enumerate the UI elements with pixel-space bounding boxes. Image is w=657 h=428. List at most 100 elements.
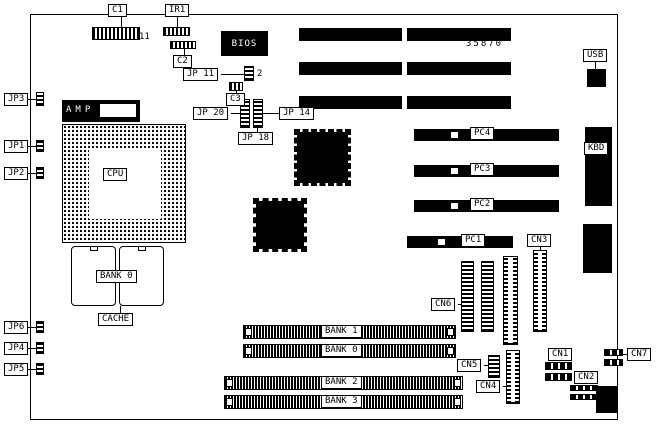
- leader-line: [177, 17, 178, 28]
- connector-cn5: [488, 355, 500, 378]
- label-jp3: JP3: [4, 93, 29, 106]
- connector-jp20: [240, 99, 250, 128]
- simm-latch: [447, 328, 454, 336]
- simm-latch: [226, 379, 233, 387]
- leader-line: [263, 113, 279, 114]
- label-jp6: JP6: [4, 321, 29, 334]
- label-jp18: JP 18: [238, 132, 274, 145]
- connector-center-slot: [511, 352, 515, 402]
- label-bank0: BANK 0: [321, 344, 362, 357]
- leader-line: [26, 348, 36, 349]
- label-cn1: CN1: [548, 348, 573, 361]
- connector-cn2: [570, 385, 598, 401]
- connector-jp11: [244, 66, 254, 81]
- isa-slot: [407, 62, 511, 75]
- isa-slot: [299, 96, 402, 109]
- connector-c2: [170, 41, 196, 49]
- connector-header: [481, 261, 494, 332]
- leader-line: [503, 386, 506, 387]
- connector-cn4: [506, 350, 520, 404]
- connector-cn1: [545, 362, 572, 382]
- leader-line: [26, 99, 36, 100]
- connector-header: [503, 256, 518, 345]
- amp-block: AMP: [62, 100, 140, 122]
- simm-latch: [226, 398, 233, 406]
- leader-line: [120, 306, 121, 313]
- socket-notch: [137, 246, 146, 251]
- label-cn7: CN7: [627, 348, 652, 361]
- leader-line: [184, 49, 185, 55]
- usb-connector: [587, 69, 606, 87]
- leader-line: [484, 365, 488, 366]
- label-jp2: JP2: [4, 167, 29, 180]
- simm-latch: [245, 347, 252, 355]
- label-cn6: CN6: [431, 298, 456, 311]
- power-connector: [596, 386, 617, 413]
- leader-line: [221, 74, 244, 75]
- pci-slot-key: [450, 202, 459, 210]
- connector-jp5: [36, 363, 44, 375]
- label-jp4: JP4: [4, 342, 29, 355]
- leader-line: [458, 304, 462, 305]
- connector-c1: [92, 27, 140, 40]
- leader-line: [257, 128, 258, 133]
- connector-c3: [229, 82, 243, 91]
- socket-notch: [89, 246, 98, 251]
- label-pc3: PC3: [470, 163, 495, 176]
- pin-row: [604, 359, 623, 366]
- isa-slot: [407, 28, 511, 41]
- isa-slot: [299, 62, 402, 75]
- pin-row: [545, 362, 572, 370]
- label-cn2: CN2: [574, 371, 599, 384]
- pci-slot-key: [450, 131, 459, 139]
- keyboard-connector: [585, 127, 612, 206]
- label-c2: C2: [173, 55, 192, 68]
- connector-cn6: [461, 261, 474, 332]
- leader-line: [121, 17, 122, 28]
- connector-jp3: [36, 92, 44, 106]
- label-jp5: JP5: [4, 363, 29, 376]
- connector-cn3: [533, 250, 547, 332]
- leader-line: [623, 354, 627, 355]
- connector-jp14: [253, 99, 263, 128]
- label-jp20: JP 20: [193, 107, 229, 120]
- leader-line: [236, 91, 237, 94]
- label-pc4: PC4: [470, 127, 495, 140]
- chip-part-number: 35870: [466, 39, 504, 49]
- label-jp11: JP 11: [183, 68, 219, 81]
- label-cpu: CPU: [103, 168, 128, 181]
- label-jp1: JP1: [4, 140, 29, 153]
- amp-inner-box: [100, 104, 136, 117]
- pci-slot-key: [437, 238, 446, 246]
- leader-line: [540, 247, 541, 250]
- pci-slot-pc1: [407, 236, 513, 248]
- amp-block-label: AMP: [66, 105, 95, 115]
- isa-slot: [299, 28, 402, 41]
- simm-latch: [447, 347, 454, 355]
- io-chip: [583, 224, 612, 273]
- simm-latch: [245, 328, 252, 336]
- simm-latch: [454, 379, 461, 387]
- leader-line: [26, 369, 36, 370]
- label-cache: CACHE: [98, 313, 134, 326]
- connector-center-slot: [538, 252, 542, 330]
- connector-ir1: [163, 27, 190, 36]
- label-pc2: PC2: [470, 198, 495, 211]
- label-c3: C3: [226, 93, 245, 106]
- label-cn3: CN3: [527, 234, 552, 247]
- pin-row: [604, 349, 623, 356]
- label-cache-bank0: BANK 0: [96, 270, 137, 283]
- pin-row: [545, 373, 572, 381]
- connector-jp4: [36, 342, 44, 354]
- label-kbd: KBD: [584, 142, 609, 155]
- pci-slot-key: [450, 167, 459, 175]
- leader-line: [231, 113, 240, 114]
- cpu-socket-center: [89, 150, 161, 219]
- chipset-chip: [253, 198, 307, 252]
- pin-count-c1: 11: [139, 32, 150, 42]
- label-bank2: BANK 2: [321, 376, 362, 389]
- label-pc1: PC1: [461, 234, 486, 247]
- leader-line: [595, 62, 596, 69]
- label-usb: USB: [583, 49, 608, 62]
- connector-jp1: [36, 140, 44, 152]
